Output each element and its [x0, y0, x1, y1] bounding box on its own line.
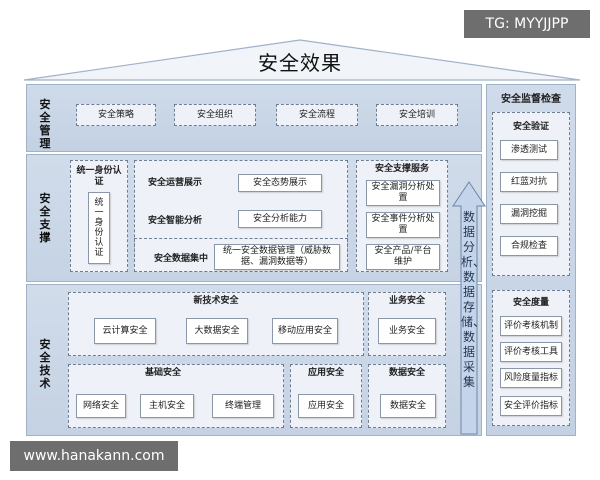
- verify-vuln-mining: 漏洞挖掘: [500, 204, 558, 224]
- ops-data-box: 统一安全数据管理（威胁数据、漏洞数据等）: [214, 244, 340, 270]
- data-security-box: 数据安全: [380, 394, 436, 418]
- mgmt-item-organization: 安全组织: [174, 104, 256, 126]
- ops-data-label: 安全数据集中: [154, 254, 209, 264]
- data-flow-arrow-icon: [452, 181, 486, 435]
- diagram-title: 安全效果: [258, 51, 342, 75]
- data-flow-arrow-text: 数据分析、数据存储、数据采集: [461, 210, 486, 389]
- mgmt-item-training: 安全培训: [376, 104, 458, 126]
- business-security-box: 业务安全: [378, 318, 436, 344]
- identity-auth-title: 统一身份认证: [76, 166, 122, 187]
- business-security-title: 业务安全: [388, 296, 425, 306]
- basic-host-security: 主机安全: [140, 394, 194, 418]
- measure-title: 安全度量: [512, 298, 549, 308]
- ops-data-row: [134, 238, 348, 272]
- application-security-title: 应用安全: [307, 368, 344, 378]
- verify-red-blue: 红蓝对抗: [500, 172, 558, 192]
- supervision-title: 安全监督检查: [501, 94, 561, 105]
- watermark-website: www.hanakann.com: [10, 441, 178, 471]
- measure-tools: 评价考核工具: [500, 342, 562, 362]
- identity-auth-box: 统一身份认证: [88, 192, 110, 264]
- basic-network-security: 网络安全: [76, 394, 126, 418]
- tech-cloud-security: 云计算安全: [94, 318, 156, 344]
- verify-pentest: 渗透测试: [500, 140, 558, 160]
- ops-analysis-box: 安全分析能力: [238, 210, 322, 228]
- measure-eval-metrics: 安全评价指标: [500, 396, 562, 416]
- roof-shape: [23, 39, 581, 81]
- section-label-technology: 安全技术: [39, 338, 51, 390]
- ops-display-label: 安全运营展示: [148, 178, 203, 188]
- tech-mobile-security: 移动应用安全: [272, 318, 338, 344]
- section-label-support: 安全支撑: [39, 192, 51, 244]
- tech-bigdata-security: 大数据安全: [186, 318, 248, 344]
- section-label-management: 安全管理: [39, 98, 51, 150]
- application-security-box: 应用安全: [298, 394, 354, 418]
- mgmt-item-strategy: 安全策略: [76, 104, 156, 126]
- basic-security-title: 基础安全: [144, 368, 181, 378]
- verify-compliance: 合规检查: [500, 236, 558, 256]
- basic-endpoint-management: 终端管理: [212, 394, 274, 418]
- watermark-telegram: TG: MYYJJPP: [464, 10, 590, 38]
- ops-display-box: 安全态势展示: [238, 174, 322, 192]
- service-platform-maintenance: 安全产品/平台维护: [366, 244, 440, 270]
- support-services-title: 安全支撑服务: [374, 164, 429, 174]
- mgmt-item-process: 安全流程: [276, 104, 358, 126]
- measure-risk-metrics: 风险度量指标: [500, 368, 562, 388]
- new-tech-title: 新技术安全: [193, 296, 239, 306]
- service-vuln-handling: 安全漏洞分析处置: [366, 180, 440, 206]
- service-incident-handling: 安全事件分析处置: [366, 212, 440, 238]
- data-security-title: 数据安全: [388, 368, 425, 378]
- ops-analysis-label: 安全智能分析: [148, 216, 203, 226]
- verify-title: 安全验证: [512, 122, 549, 132]
- measure-mechanism: 评价考核机制: [500, 316, 562, 336]
